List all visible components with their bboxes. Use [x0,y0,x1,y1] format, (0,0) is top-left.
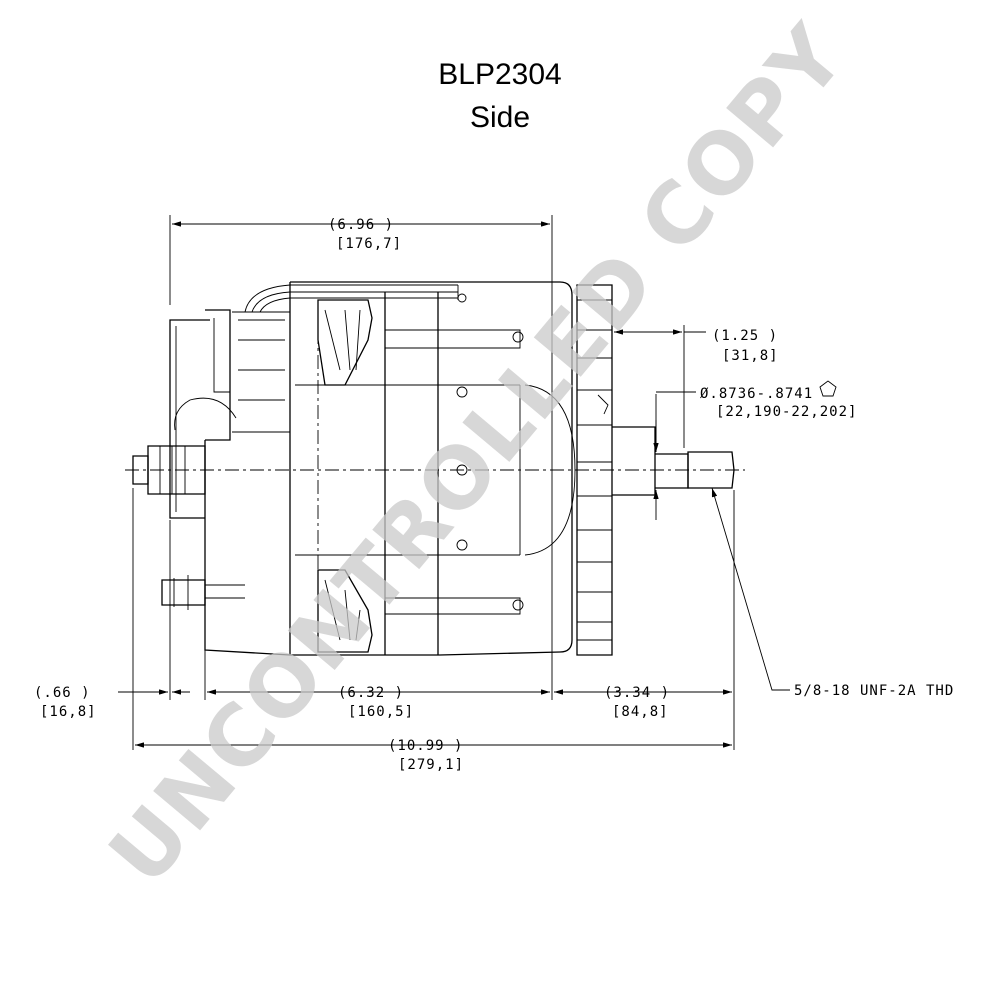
dimension-overall-top: (6.96 ) [176,7] [169,215,553,700]
dim-pulley-inch: (1.25 ) [712,328,778,344]
thread-callout-text: 5/8-18 UNF-2A THD [794,683,954,699]
dim-left-offset-inch: (.66 ) [34,685,91,701]
drawing-title: BLP2304 [438,58,562,91]
dimension-shaft-diameter: Ø.8736-.8741 [22,190-22,202] [653,380,857,520]
dimension-lower: (.66 ) [16,8] (6.32 ) [160,5] (3.34 ) [8… [34,488,735,773]
drawing-subtitle: Side [469,101,531,134]
dim-left-offset-mm: [16,8] [40,704,97,720]
dim-shaft-dia-inch: Ø.8736-.8741 [700,386,813,402]
dim-pulley-mm: [31,8] [722,348,779,364]
dim-body-mm: [160,5] [348,704,414,720]
dim-overall-inch: (10.99 ) [388,738,463,754]
dim-shaft-ext-inch: (3.34 ) [604,685,670,701]
dim-overall-top-inch: (6.96 ) [328,217,394,233]
thread-callout: 5/8-18 UNF-2A THD [711,487,954,699]
uncontrolled-copy-watermark: UNCONTROLLED COPY [90,6,864,903]
alternator-body [132,281,735,656]
dim-overall-top-mm: [176,7] [336,236,402,252]
datum-pentagon-icon [819,380,837,397]
dim-shaft-dia-mm: [22,190-22,202] [716,404,857,420]
dimension-pulley: (1.25 ) [31,8] [611,318,779,448]
dim-overall-mm: [279,1] [398,757,464,773]
dim-body-inch: (6.32 ) [338,685,404,701]
dim-shaft-ext-mm: [84,8] [612,704,669,720]
